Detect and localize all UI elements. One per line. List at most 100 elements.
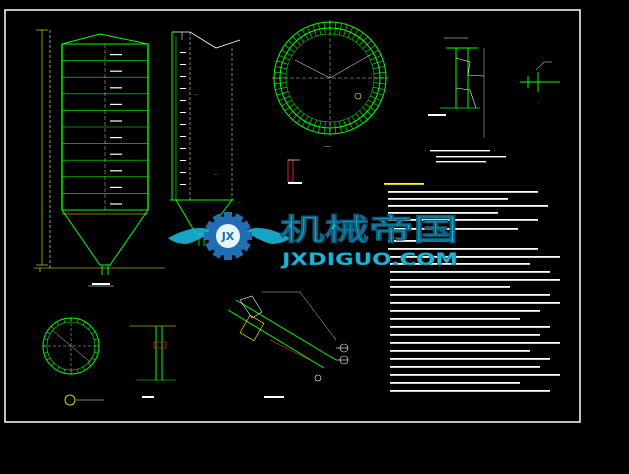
ring-stiffener bbox=[370, 54, 382, 61]
ring-stiffener bbox=[278, 54, 290, 61]
ring-stiffener bbox=[373, 82, 386, 85]
ring-stiffener bbox=[284, 103, 295, 112]
ring-annotation bbox=[110, 70, 122, 72]
general-note-line bbox=[390, 350, 530, 352]
ring-stiffener bbox=[347, 118, 354, 130]
general-note-line bbox=[390, 256, 560, 258]
ring-stiffener bbox=[306, 118, 313, 130]
svg-text:—: — bbox=[238, 200, 241, 205]
general-note-line bbox=[390, 326, 550, 328]
general-note-line bbox=[390, 310, 540, 312]
general-note-line bbox=[390, 302, 560, 304]
ring-stiffener bbox=[370, 95, 382, 102]
general-note-line bbox=[388, 212, 498, 214]
ring-stiffener bbox=[323, 22, 326, 35]
ring-annotation bbox=[110, 203, 122, 205]
detail-note-line bbox=[430, 150, 490, 152]
base-anchor-tick bbox=[87, 362, 92, 367]
stub-detail-view bbox=[287, 159, 302, 184]
ring-stiffener bbox=[351, 29, 359, 41]
ring-annotation bbox=[110, 54, 122, 56]
jxdiguo-watermark: JX 机械帝国 JXDIGUO.COM bbox=[168, 212, 458, 270]
ring-stiffener bbox=[275, 86, 288, 90]
ring-stiffener bbox=[362, 40, 372, 49]
base-anchor-tick bbox=[63, 318, 66, 323]
section-tick bbox=[180, 112, 186, 113]
general-note-line bbox=[390, 334, 540, 336]
ring-annotation bbox=[110, 170, 122, 172]
view-number-marker bbox=[64, 394, 76, 406]
general-note-line bbox=[390, 342, 560, 344]
section-tick bbox=[180, 64, 186, 65]
base-anchor-tick bbox=[46, 357, 51, 361]
ring-stiffener bbox=[371, 60, 384, 65]
ring-annotation bbox=[110, 186, 122, 188]
section-tick bbox=[180, 88, 186, 89]
base-anchor-tick bbox=[63, 369, 66, 374]
general-note-line bbox=[390, 390, 550, 392]
general-note-line bbox=[388, 198, 508, 200]
ring-stiffener bbox=[347, 26, 354, 38]
ring-stiffener bbox=[301, 115, 309, 127]
ring-stiffener bbox=[338, 23, 342, 36]
general-note-line bbox=[390, 286, 510, 288]
ring-stiffener bbox=[312, 119, 317, 132]
section-tick bbox=[180, 124, 186, 125]
gear-tooth bbox=[205, 220, 217, 232]
silo-section-view: —— —— — bbox=[170, 31, 241, 246]
ring-annotation bbox=[110, 87, 122, 89]
svg-text:·: · bbox=[537, 100, 539, 105]
base-anchor-tick bbox=[50, 362, 55, 367]
logo-letters: JX bbox=[221, 230, 235, 243]
section-tick bbox=[180, 184, 186, 185]
silo-elevation-view bbox=[34, 29, 165, 287]
base-anchor-tick bbox=[94, 351, 99, 354]
ring-stiffener bbox=[296, 32, 305, 43]
gear-tooth bbox=[239, 220, 251, 232]
ring-stiffener bbox=[359, 36, 368, 46]
gear-tooth bbox=[244, 232, 252, 240]
ring-stiffener bbox=[373, 71, 386, 74]
section-tick bbox=[180, 76, 186, 77]
section-tick bbox=[180, 172, 186, 173]
ring-stiffener bbox=[276, 91, 289, 96]
ring-stiffener bbox=[343, 119, 348, 132]
ring-stiffener bbox=[306, 26, 313, 38]
column-detail-view bbox=[130, 325, 176, 398]
ring-stiffener bbox=[318, 120, 322, 133]
ring-stiffener bbox=[278, 95, 290, 102]
gear-tooth bbox=[232, 213, 244, 225]
inclined-conveyor-view bbox=[227, 291, 349, 398]
base-anchor-tick bbox=[82, 321, 86, 326]
general-note-line bbox=[390, 366, 540, 368]
bolt-detail-view: · bbox=[520, 61, 560, 105]
ring-annotation bbox=[110, 137, 122, 139]
base-anchor-tick bbox=[43, 338, 48, 341]
ring-stiffener bbox=[296, 113, 305, 124]
base-anchor-tick bbox=[76, 369, 79, 374]
ring-stiffener bbox=[301, 29, 309, 41]
detail-note-line bbox=[436, 156, 506, 158]
wall-detail-view: —— bbox=[428, 37, 506, 163]
gear-tooth bbox=[239, 240, 251, 252]
gear-tooth bbox=[224, 212, 232, 220]
general-note-line bbox=[390, 263, 530, 265]
general-note-line bbox=[388, 240, 448, 242]
ring-stiffener bbox=[351, 115, 359, 127]
section-tick bbox=[180, 136, 186, 137]
ring-stiffener bbox=[365, 103, 376, 112]
ring-stiffener bbox=[367, 99, 379, 107]
ring-stiffener bbox=[318, 23, 322, 36]
ring-stiffener bbox=[365, 44, 376, 53]
general-note-line bbox=[384, 183, 424, 185]
general-note-line bbox=[390, 271, 550, 273]
base-anchor-tick bbox=[94, 338, 99, 341]
base-anchor-tick bbox=[56, 321, 60, 326]
gear-icon: JX bbox=[204, 212, 252, 260]
ring-stiffener bbox=[323, 121, 326, 134]
section-tick bbox=[180, 52, 186, 53]
ring-stiffener bbox=[275, 66, 288, 70]
ring-stiffener bbox=[281, 99, 293, 107]
general-note-line bbox=[390, 318, 520, 320]
ring-stiffener bbox=[274, 82, 287, 85]
